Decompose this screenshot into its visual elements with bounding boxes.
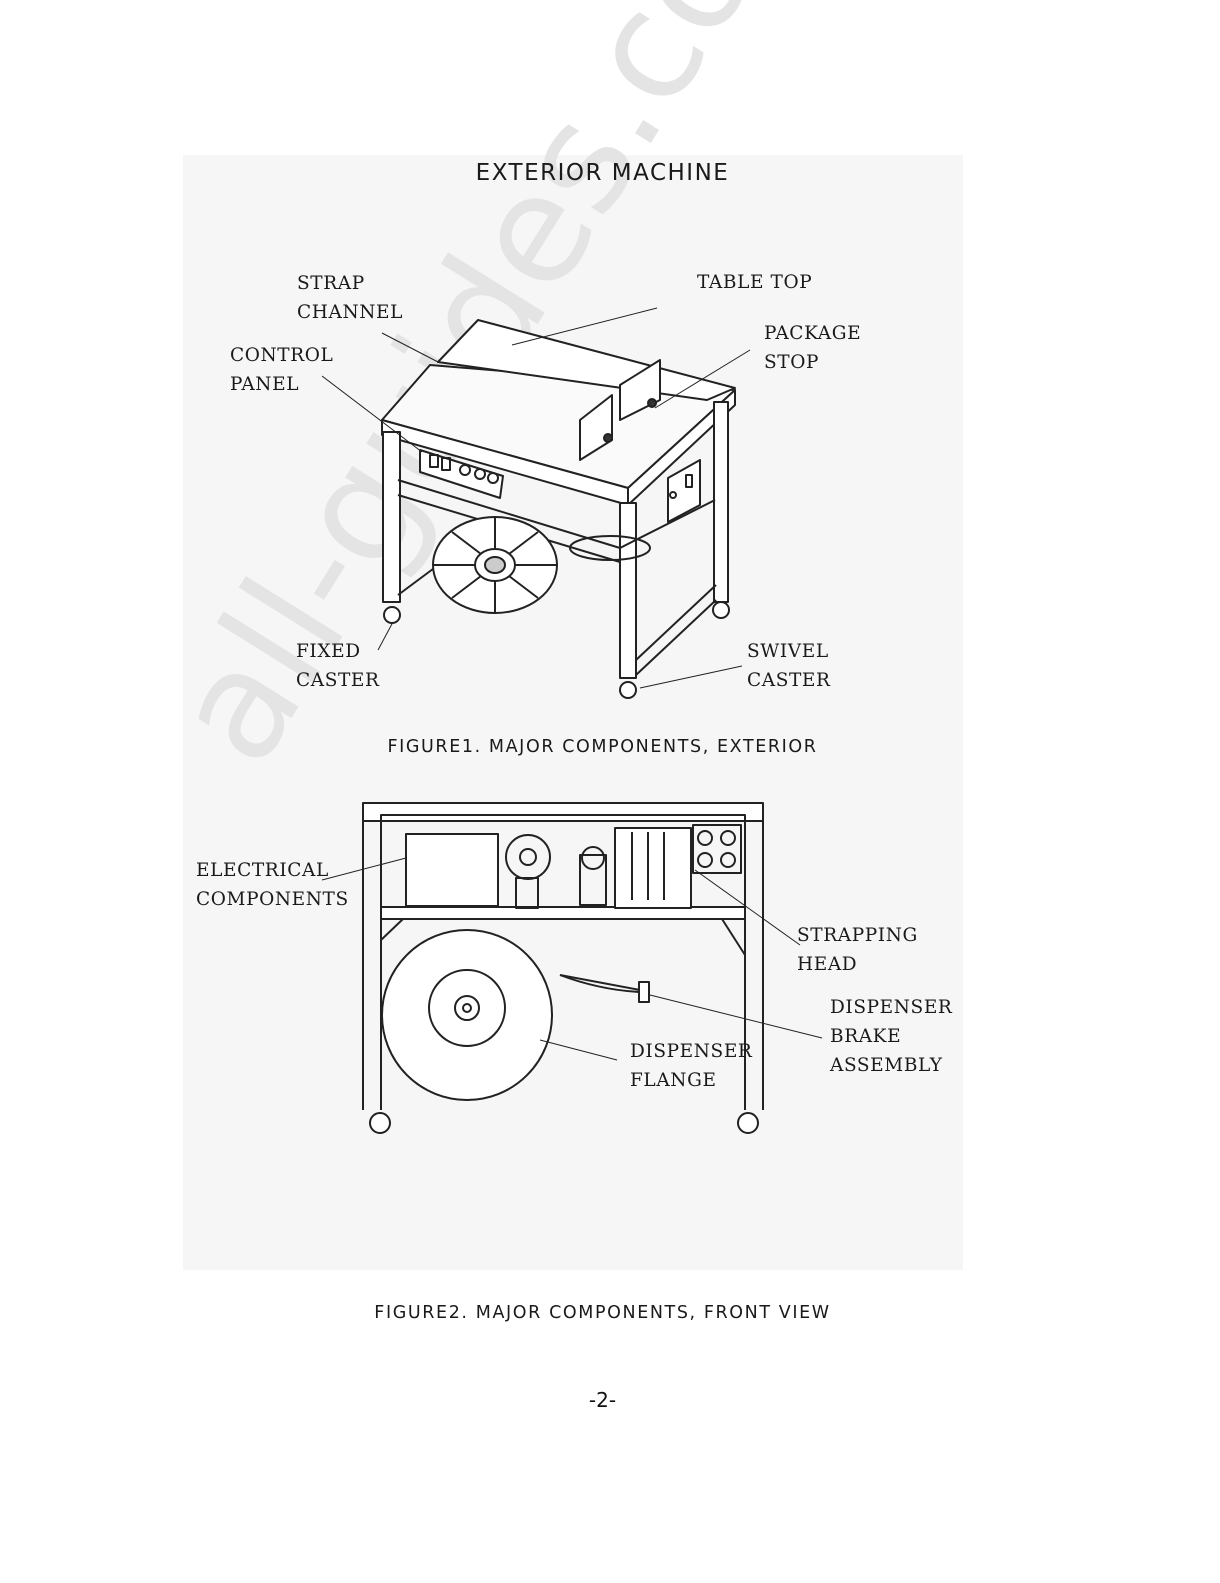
- label-strapping-head: STRAPPING HEAD: [797, 921, 918, 979]
- frame-outer: [363, 803, 763, 821]
- label-dispenser-flange: DISPENSER FLANGE: [630, 1037, 752, 1095]
- label-dispenser-brake-assembly: DISPENSER BRAKE ASSEMBLY: [830, 993, 952, 1080]
- caster-left: [370, 1113, 390, 1133]
- label-electrical-components: ELECTRICAL COMPONENTS: [196, 856, 349, 914]
- electrical-components-box: [406, 834, 498, 906]
- dispenser-brake: [639, 982, 649, 1002]
- caster-right: [738, 1113, 758, 1133]
- figure2-caption: FIGURE2. MAJOR COMPONENTS, FRONT VIEW: [0, 1303, 1205, 1323]
- dispenser-reel: [382, 930, 552, 1100]
- page-number: -2-: [0, 1388, 1205, 1412]
- strapping-head: [615, 828, 691, 908]
